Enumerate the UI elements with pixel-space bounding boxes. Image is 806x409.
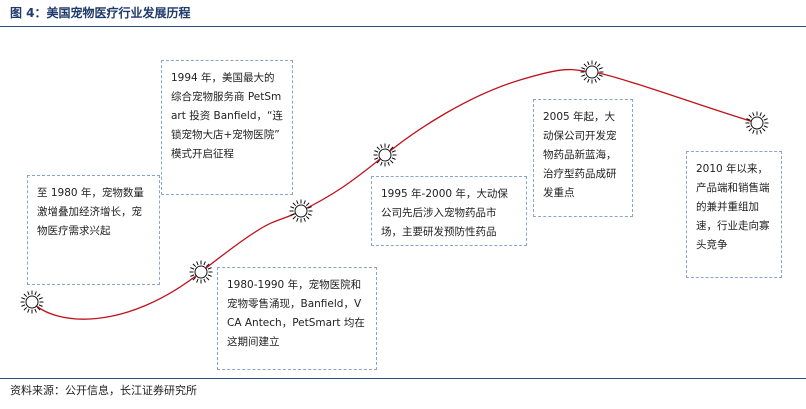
top-rule [0,26,806,27]
milestone-1980-1990: 1980-1990 年，宠物医院和宠物零售涌现，Banfield，VCA Ant… [217,267,377,370]
milestone-1995-2000: 1995 年-2000 年，大动保公司先后涉入宠物药品市场，主要研发预防性药品 [371,176,527,246]
sun-marker-icon [189,260,213,284]
sun-marker-icon [745,111,769,135]
milestone-1980: 至 1980 年，宠物数量激增叠加经济增长，宠物医疗需求兴起 [27,175,160,285]
figure-title: 图 4：美国宠物医疗行业发展历程 [10,6,191,20]
sun-marker-icon [580,60,604,84]
milestone-1994: 1994 年，美国最大的综合宠物服务商 PetSmart 投资 Banfield… [161,60,293,195]
sun-marker-icon [289,199,313,223]
bottom-rule [0,378,806,379]
milestone-2010: 2010 年以来，产品端和销售端的兼并重组加速，行业走向寡头竞争 [686,151,782,278]
sun-marker-icon [20,290,44,314]
source-note: 资料来源：公开信息，长江证券研究所 [10,384,197,397]
milestone-2005: 2005 年起，大动保公司开发宠物药品新蓝海，治疗型药品成研发重点 [533,99,633,217]
sun-marker-icon [373,143,397,167]
